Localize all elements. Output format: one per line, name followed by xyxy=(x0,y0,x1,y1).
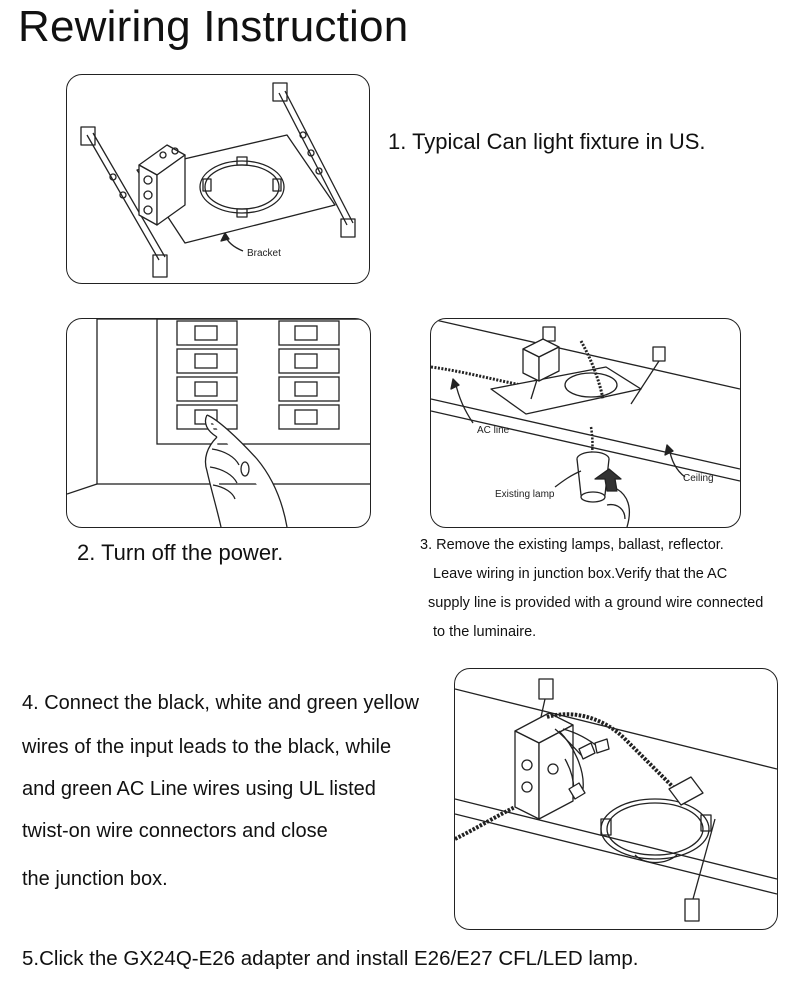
breaker-panel-diagram xyxy=(67,319,370,527)
ceiling-removal-diagram: AC line Ceiling Existing lamp xyxy=(431,319,740,527)
existing-lamp-label: Existing lamp xyxy=(495,489,555,500)
step4-line-2: wires of the input leads to the black, w… xyxy=(22,736,392,758)
junction-box-diagram xyxy=(455,678,777,922)
ceiling-label: Ceiling xyxy=(683,473,714,484)
step4-illustration xyxy=(454,668,778,930)
step1-text: 1. Typical Can light fixture in US. xyxy=(388,129,706,154)
step4-line-3: and green AC Line wires using UL listed xyxy=(22,778,376,800)
ac-line-label: AC line xyxy=(477,425,510,436)
step4-line-5: the junction box. xyxy=(22,868,168,890)
step3-line-3: supply line is provided with a ground wi… xyxy=(428,595,764,611)
bracket-diagram: Bracket xyxy=(80,82,356,278)
step2-illustration xyxy=(66,318,371,528)
step3-line-2: Leave wiring in junction box.Verify that… xyxy=(433,566,728,582)
step2-text: 2. Turn off the power. xyxy=(77,540,284,565)
page-title: Rewiring Instruction xyxy=(18,2,409,51)
step3-line-4: to the luminaire. xyxy=(433,624,537,640)
step4-line-1: 4. Connect the black, white and green ye… xyxy=(22,692,419,714)
bracket-label: Bracket xyxy=(247,248,281,259)
step4-line-4: twist-on wire connectors and close xyxy=(22,820,328,842)
step5-text: 5.Click the GX24Q-E26 adapter and instal… xyxy=(22,947,639,970)
step1-illustration: Bracket xyxy=(66,74,370,284)
step3-line-1: 3. Remove the existing lamps, ballast, r… xyxy=(420,537,724,553)
step3-illustration: AC line Ceiling Existing lamp xyxy=(430,318,741,528)
